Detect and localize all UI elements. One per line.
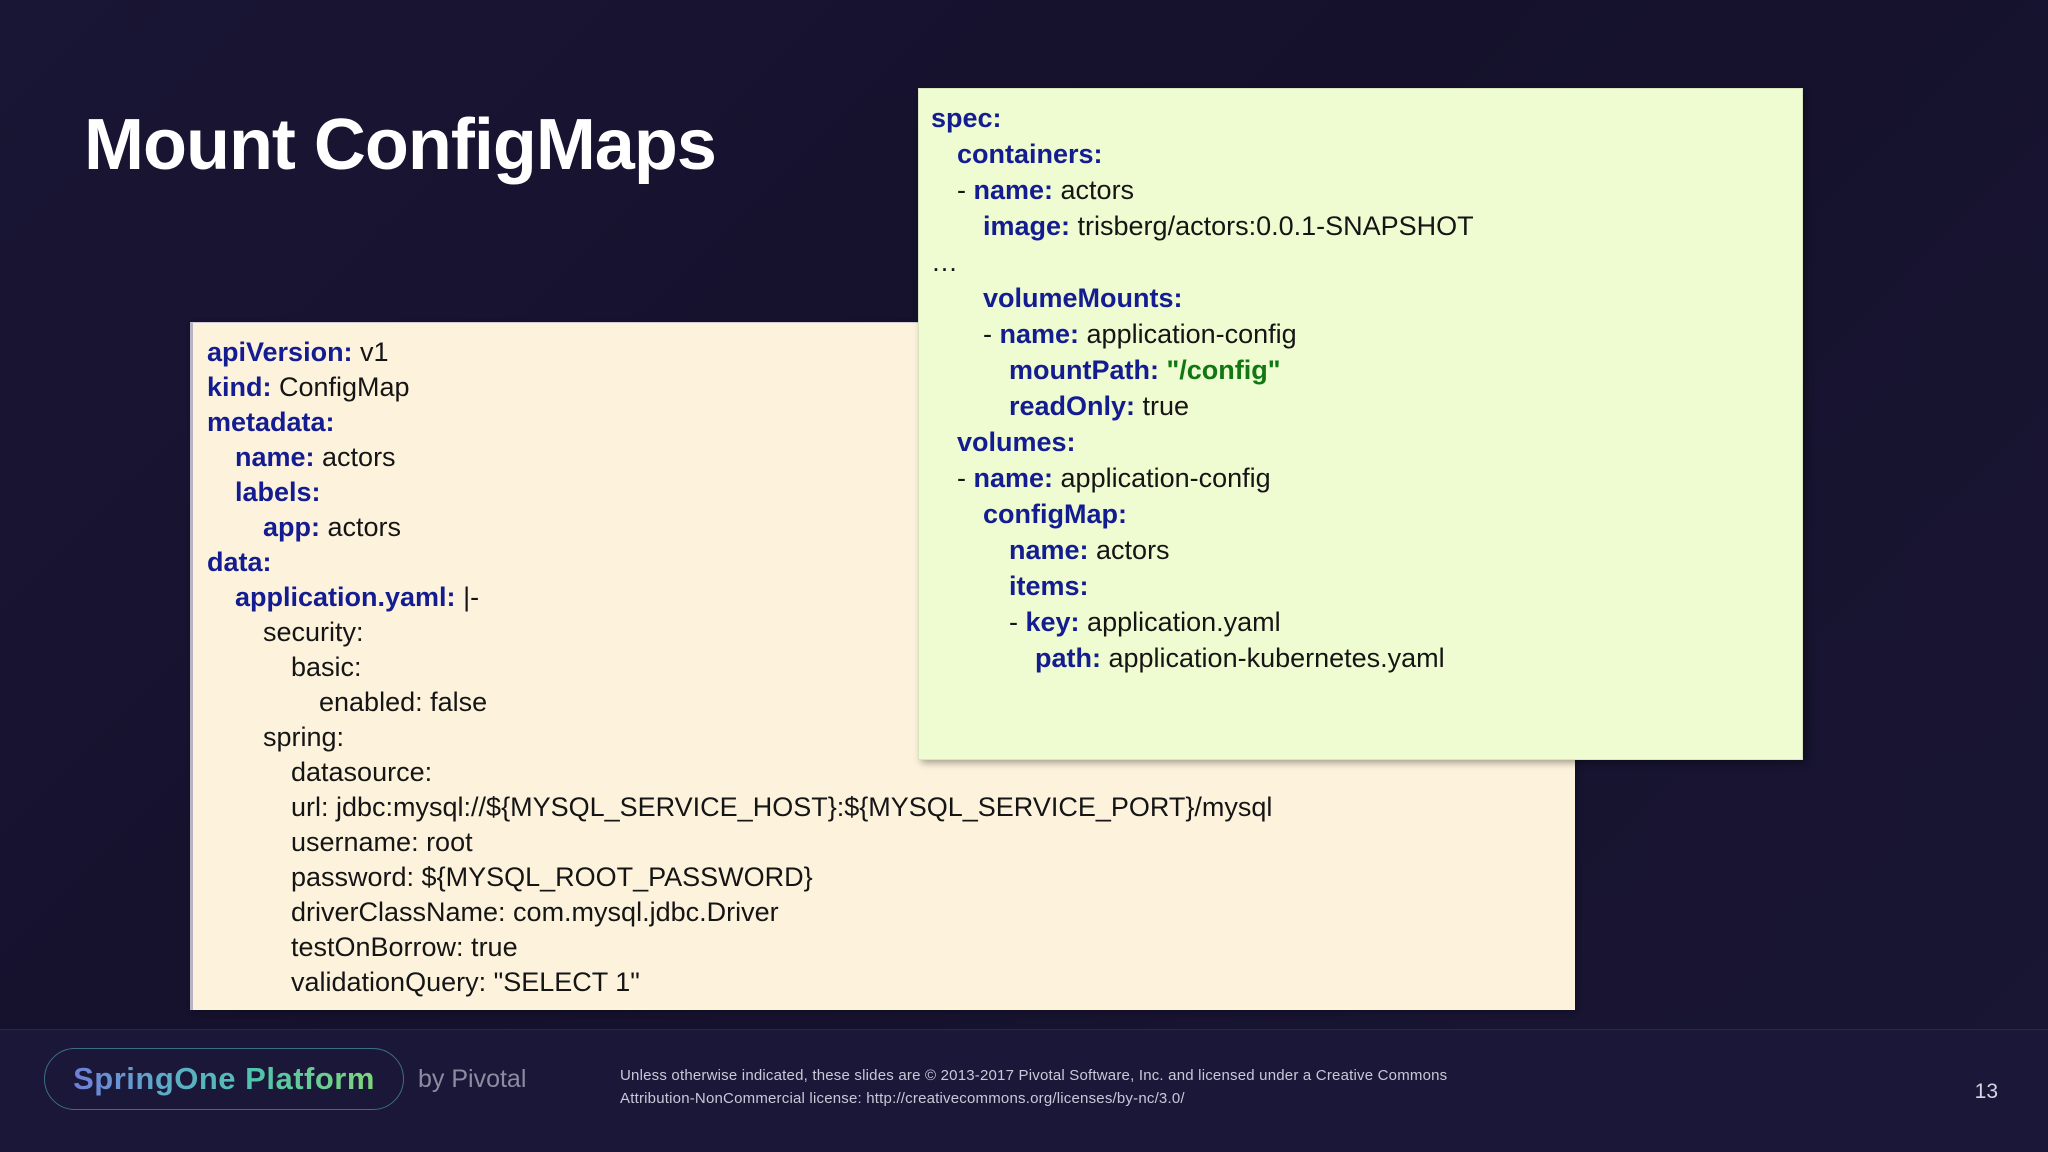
yaml-key: spec: [931, 103, 1002, 133]
code-line: name: actors [207, 444, 1575, 471]
code-line: url: jdbc:mysql://${MYSQL_SERVICE_HOST}:… [207, 794, 1575, 821]
yaml-key: readOnly: [1009, 391, 1136, 421]
yaml-value: actors [1053, 175, 1135, 205]
yaml-value: username: root [291, 827, 473, 857]
yaml-key: kind: [207, 372, 272, 402]
code-line: - name: application-config [931, 465, 1802, 492]
yaml-key: items: [1009, 571, 1089, 601]
yaml-value: spring: [263, 722, 345, 752]
yaml-key: containers: [957, 139, 1103, 169]
code-line: volumes: [931, 429, 1802, 456]
yaml-key: name: [973, 175, 1054, 205]
yaml-key: mountPath: [1009, 355, 1159, 385]
page-number: 13 [1974, 1080, 1998, 1103]
logo-text: SpringOne Platform [73, 1061, 375, 1096]
copyright-notice: Unless otherwise indicated, these slides… [620, 1064, 1447, 1111]
code-line: - name: application-config [931, 321, 1802, 348]
code-line: username: root [207, 829, 1575, 856]
copyright-line-1: Unless otherwise indicated, these slides… [620, 1067, 1448, 1084]
code-line: application.yaml: |- [207, 584, 1575, 611]
code-line: … [931, 249, 1802, 276]
code-line: - key: application.yaml [931, 609, 1802, 636]
yaml-value: … [931, 247, 958, 277]
code-line: configMap: [931, 501, 1802, 528]
code-line: image: trisberg/actors:0.0.1-SNAPSHOT [931, 213, 1802, 240]
by-pivotal-label: by Pivotal [418, 1064, 527, 1093]
yaml-key: key: [1025, 607, 1080, 637]
code-line: labels: [207, 479, 1575, 506]
springone-logo: SpringOne Platform by Pivotal [44, 1048, 526, 1110]
yaml-key: volumeMounts: [983, 283, 1183, 313]
yaml-value: security: [263, 617, 364, 647]
yaml-value: application-config [1079, 319, 1297, 349]
yaml-value: datasource: [291, 757, 433, 787]
code-line: apiVersion: v1 [207, 339, 1575, 366]
yaml-key: app: [263, 512, 320, 542]
yaml-key: name: [235, 442, 315, 472]
code-line: metadata: [207, 409, 1575, 436]
code-line: containers: [931, 141, 1802, 168]
code-line: enabled: false [207, 689, 1575, 716]
yaml-value: true [1135, 391, 1190, 421]
yaml-value: actors [1088, 535, 1170, 565]
code-line: - name: actors [931, 177, 1802, 204]
yaml-value: driverClassName: com.mysql.jdbc.Driver [291, 897, 779, 927]
yaml-value: password: ${MYSQL_ROOT_PASSWORD} [291, 862, 813, 892]
code-line: password: ${MYSQL_ROOT_PASSWORD} [207, 864, 1575, 891]
code-line: spec: [931, 105, 1802, 132]
code-line: readOnly: true [931, 393, 1802, 420]
yaml-key: name: [999, 319, 1080, 349]
yaml-key: image: [983, 211, 1071, 241]
code-line: items: [931, 573, 1802, 600]
code-line: data: [207, 549, 1575, 576]
code-line: mountPath: "/config" [931, 357, 1802, 384]
code-line: basic: [207, 654, 1575, 681]
yaml-key: path: [1035, 643, 1101, 673]
yaml-value: enabled: false [319, 687, 488, 717]
yaml-key: metadata: [207, 407, 335, 437]
code-line: volumeMounts: [931, 285, 1802, 312]
yaml-value: trisberg/actors:0.0.1-SNAPSHOT [1070, 211, 1474, 241]
yaml-key: name: [973, 463, 1054, 493]
code-line: datasource: [207, 759, 1575, 786]
code-line: path: application-kubernetes.yaml [931, 645, 1802, 672]
yaml-value: actors [320, 512, 402, 542]
yaml-value: |- [455, 582, 480, 612]
code-line: name: actors [931, 537, 1802, 564]
yaml-value: basic: [291, 652, 362, 682]
yaml-key: labels: [235, 477, 321, 507]
list-bullet: - [1009, 607, 1026, 637]
yaml-value: application-config [1053, 463, 1271, 493]
yaml-value: validationQuery: "SELECT 1" [291, 967, 640, 997]
slide-footer: SpringOne Platform by Pivotal Unless oth… [0, 1029, 2048, 1152]
code-line: testOnBorrow: true [207, 934, 1575, 961]
yaml-key: configMap: [983, 499, 1127, 529]
code-line: driverClassName: com.mysql.jdbc.Driver [207, 899, 1575, 926]
code-line: validationQuery: "SELECT 1" [207, 969, 1575, 996]
copyright-line-2: Attribution-NonCommercial license: http:… [620, 1090, 1185, 1108]
yaml-value: application.yaml [1079, 607, 1281, 637]
page-title: Mount ConfigMaps [84, 105, 717, 186]
yaml-value: application-kubernetes.yaml [1100, 643, 1445, 673]
yaml-key: data: [207, 547, 272, 577]
yaml-value: v1 [352, 337, 389, 367]
list-bullet: - [957, 463, 974, 493]
list-bullet: - [957, 175, 974, 205]
yaml-key: application.yaml: [235, 582, 456, 612]
deployment-yaml-panel: spec: containers: - name: actors image: tri… [918, 88, 1803, 760]
yaml-value: actors [314, 442, 396, 472]
logo-pill: SpringOne Platform [44, 1048, 404, 1110]
code-line: spring: [207, 724, 1575, 751]
yaml-key: apiVersion: [207, 337, 353, 367]
code-line: kind: ConfigMap [207, 374, 1575, 401]
yaml-value-highlighted: "/config" [1158, 355, 1281, 385]
list-bullet: - [983, 319, 1000, 349]
code-line: security: [207, 619, 1575, 646]
yaml-value: url: jdbc:mysql://${MYSQL_SERVICE_HOST}:… [291, 792, 1273, 822]
yaml-value: testOnBorrow: true [291, 932, 518, 962]
code-line: app: actors [207, 514, 1575, 541]
yaml-value: ConfigMap [271, 372, 410, 402]
yaml-key: name: [1009, 535, 1089, 565]
yaml-key: volumes: [957, 427, 1076, 457]
